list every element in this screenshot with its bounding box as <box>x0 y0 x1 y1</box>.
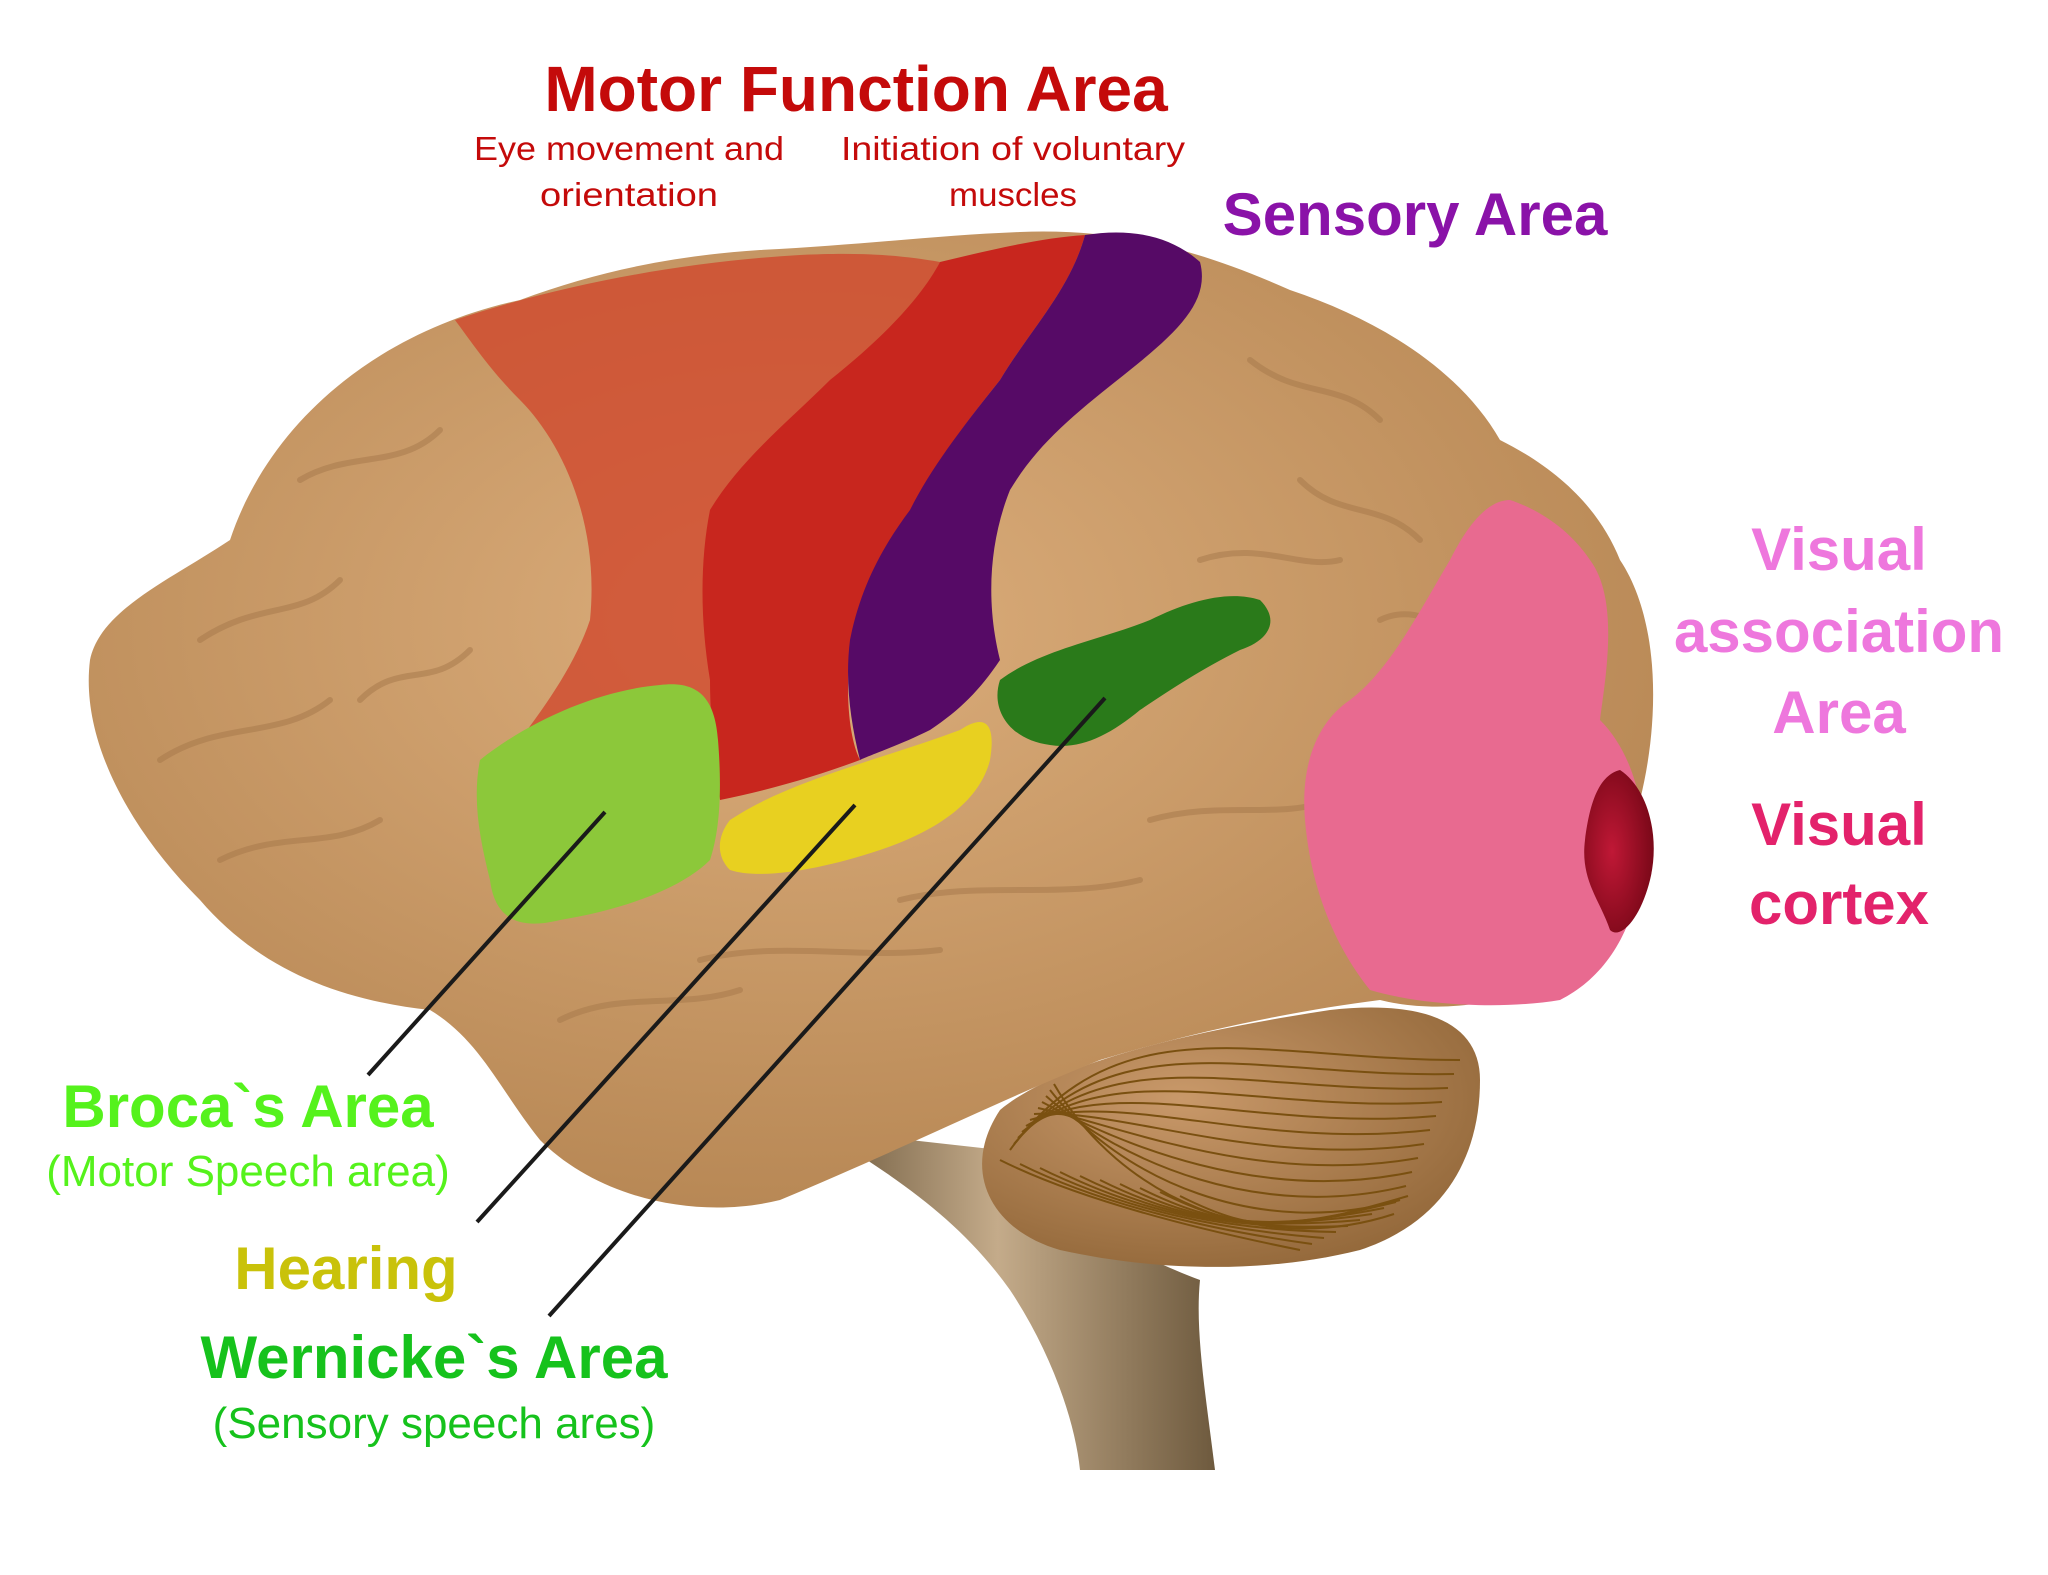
region-wernicke <box>997 596 1271 746</box>
gyrus-fold <box>697 947 943 963</box>
region-broca <box>476 684 720 924</box>
region-visual-cortex <box>1584 770 1654 933</box>
cerebellum-folium <box>1059 1171 1337 1233</box>
voluntary-muscles-line2: muscles <box>949 176 1077 213</box>
broca-title: Broca`s Area <box>62 1073 434 1140</box>
gyrus-fold <box>357 647 473 703</box>
gyrus-fold <box>557 987 743 1023</box>
cerebellum-folium <box>1079 1175 1349 1228</box>
gyrus-fold <box>1297 477 1423 543</box>
hearing-title: Hearing <box>234 1235 457 1302</box>
cerebellum-folium <box>999 1159 1301 1251</box>
gyrus-fold <box>197 577 343 643</box>
visual-cortex-line1: Visual <box>1751 791 1927 858</box>
voluntary-muscles-line1: Initiation of voluntary <box>841 130 1186 167</box>
pointer-wernicke <box>547 696 1107 1318</box>
visual-association-line3: Area <box>1772 679 1906 746</box>
gyrus-fold <box>297 427 443 483</box>
eye-movement-line2: orientation <box>540 176 718 213</box>
gyrus-fold <box>217 817 383 863</box>
region-visual-association <box>1304 500 1644 1006</box>
brainstem <box>820 1130 1215 1470</box>
eye-movement-line1: Eye movement and <box>474 130 784 167</box>
wernicke-subtitle: (Sensory speech ares) <box>213 1399 656 1448</box>
region-eye-movement <box>455 253 940 790</box>
gyrus-fold <box>1197 550 1343 566</box>
cerebellum <box>982 1007 1480 1267</box>
visual-cortex-line2: cortex <box>1749 870 1929 937</box>
region-voluntary-muscles <box>702 235 1085 800</box>
cerebellum-folium <box>1019 1163 1313 1245</box>
motor-area-title: Motor Function Area <box>544 53 1168 125</box>
sensory-area-title: Sensory Area <box>1223 181 1608 248</box>
region-hearing <box>719 721 992 874</box>
cerebellum-folia <box>999 1047 1461 1251</box>
gyrus-fold <box>1247 357 1383 423</box>
cerebellum-folium <box>1039 1167 1325 1239</box>
broca-subtitle: (Motor Speech area) <box>46 1147 450 1196</box>
wernicke-title: Wernicke`s Area <box>201 1324 669 1391</box>
region-sensory <box>848 232 1202 761</box>
cerebellum-folium <box>1179 1195 1409 1225</box>
pointer-hearing <box>475 803 857 1224</box>
gyrus-fold <box>157 697 333 763</box>
visual-association-line1: Visual <box>1751 516 1927 583</box>
visual-association-line2: association <box>1674 598 2004 665</box>
pointer-broca <box>366 810 607 1077</box>
